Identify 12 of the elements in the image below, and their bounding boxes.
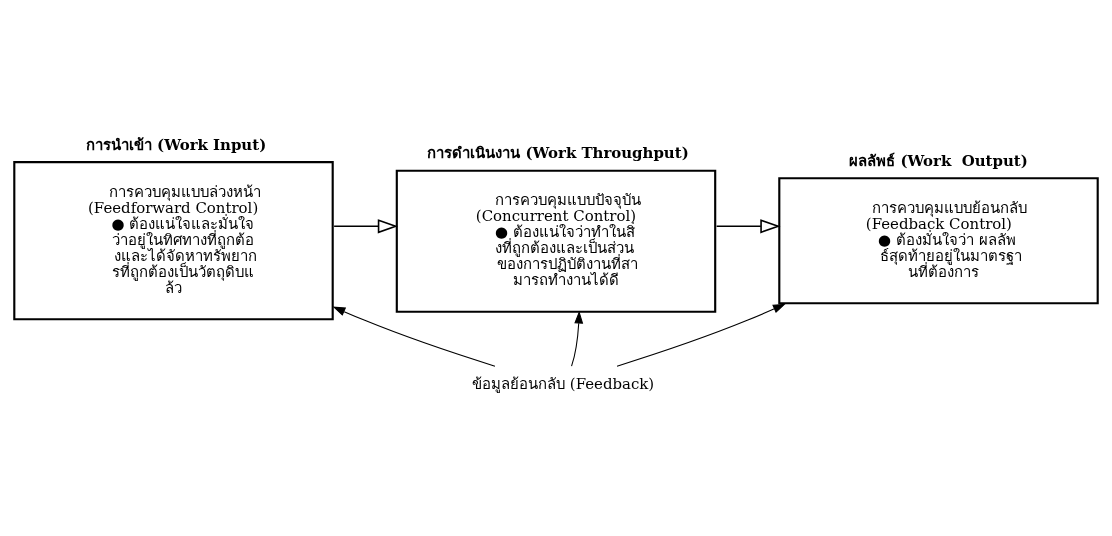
node-box: การควบคุมแบบย้อนกลับ (Feedback Control) ● ต้องมั่นใจว่า ผลลัพธ์สุดท้ายอยู่ในมาตรฐานที่ต้องการ bbox=[778, 176, 1099, 304]
node-label: การดำเนินงาน (Work Throughput) bbox=[427, 143, 689, 162]
node-text: ข้อมูลย้อนกลับ (Feedback) bbox=[472, 374, 655, 393]
arrow bbox=[332, 306, 496, 367]
arrow bbox=[616, 303, 786, 367]
node-box: การควบคุมแบบล่วงหน้า (Feedforward Control) ● ต้องแน่ใจและมั่นใจว่าอยู่ในทิศทางที่ถูกต้องและได้จัดหาทรัพยากรที่ถูกต้องเป็นวัตถุดิบแล้ว bbox=[13, 160, 334, 320]
node-label: การนำเข้า (Work Input) bbox=[85, 135, 267, 154]
node-label: ผลลัพธ์ (Work Output) bbox=[849, 151, 1028, 170]
node-box: การควบคุมแบบปัจจุบัน (Concurrent Control) ● ต้องแน่ใจว่าทำในสิ่งที่ถูกต้องและเป็นส่วนของการปฏิบัติงานที่สามารถทำงานได้ดี bbox=[395, 169, 717, 313]
arrow bbox=[571, 310, 584, 367]
arrow bbox=[715, 218, 781, 233]
arrow bbox=[333, 218, 399, 233]
